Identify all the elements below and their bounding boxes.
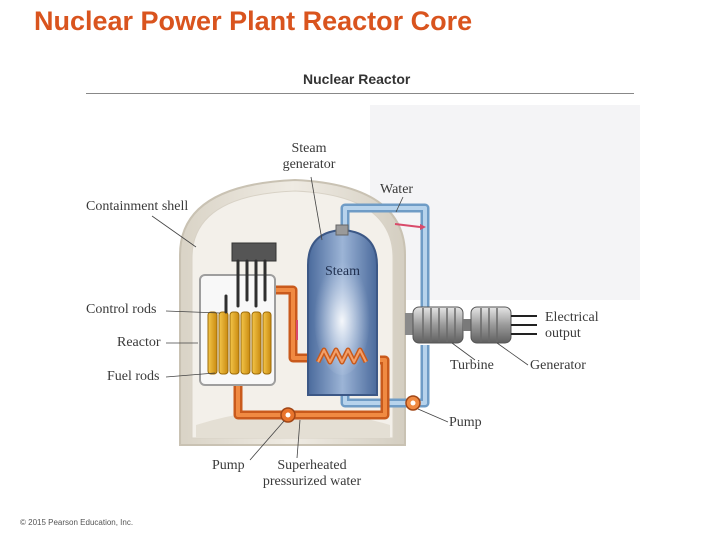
output-wires: [511, 315, 537, 335]
control-rod-drive: [231, 242, 277, 262]
hot-water-loop: [233, 285, 390, 420]
copyright-notice: © 2015 Pearson Education, Inc.: [20, 518, 134, 527]
label-superheated-water-text: Superheated pressurized water: [262, 458, 362, 489]
label-pump-right: Pump: [449, 415, 482, 430]
label-steam-generator-text: Steam generator: [282, 141, 336, 172]
label-generator: Generator: [530, 358, 586, 373]
turbine: [405, 306, 464, 344]
label-control-rods: Control rods: [86, 302, 157, 317]
label-electrical-output: Electrical output: [545, 310, 599, 341]
label-containment-shell: Containment shell: [86, 199, 189, 214]
label-turbine: Turbine: [450, 358, 494, 373]
control-rods: [224, 259, 267, 314]
fuel-rods: [207, 311, 272, 375]
label-steam-generator: Steam generator: [276, 141, 342, 173]
label-pump-bottom: Pump: [212, 458, 245, 473]
generator: [470, 306, 512, 344]
label-fuel-rods: Fuel rods: [107, 369, 160, 384]
slide-title: Nuclear Power Plant Reactor Core: [34, 6, 473, 36]
label-steam: Steam: [325, 264, 360, 279]
label-reactor: Reactor: [117, 335, 161, 350]
figure-title-rule: [86, 93, 634, 94]
flow-arrow-water: [394, 223, 421, 228]
diagram-background: [370, 105, 640, 300]
leader-lines: [151, 176, 529, 461]
figure-title: Nuclear Reactor: [303, 71, 411, 87]
label-water: Water: [380, 182, 414, 197]
label-superheated-water: Superheated pressurized water: [254, 458, 370, 490]
